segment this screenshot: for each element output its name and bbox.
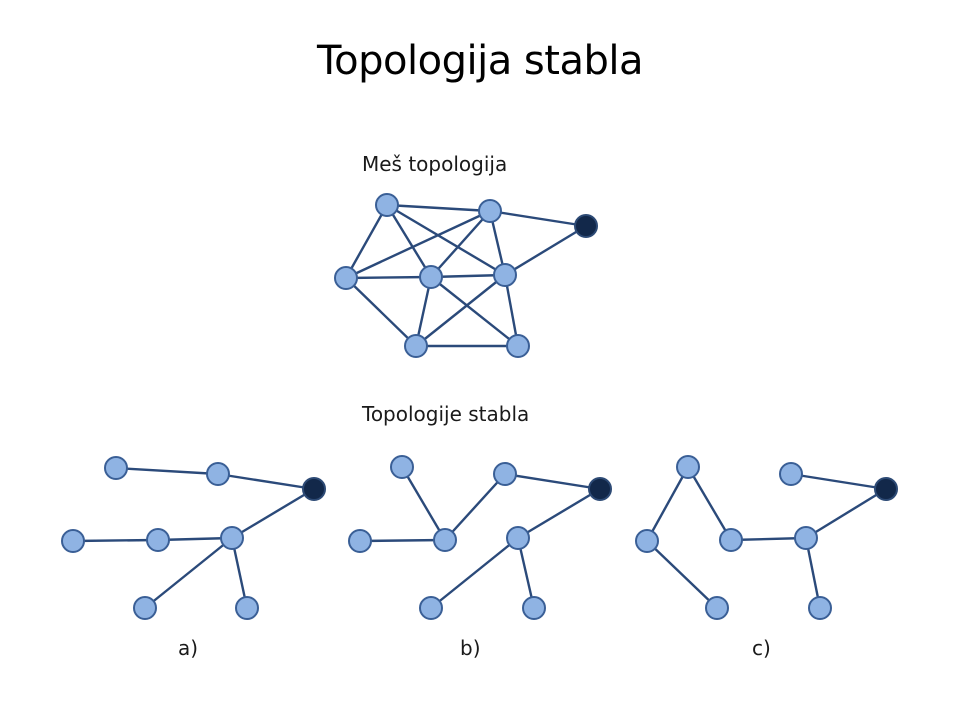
tree-a-node-a3 bbox=[61, 529, 85, 553]
tree-b-edge-b2-root bbox=[504, 472, 601, 491]
tree-b-edge-b5-root bbox=[517, 487, 601, 540]
caption-c: c) bbox=[752, 636, 771, 660]
tree-a-node-a6 bbox=[133, 596, 157, 620]
mesh-edge-m2-root bbox=[489, 209, 587, 228]
tree-a-root-node bbox=[302, 477, 326, 501]
tree-graph-c bbox=[635, 455, 898, 620]
mesh-edge-m5-root bbox=[504, 224, 587, 277]
tree-b-node-b1 bbox=[390, 455, 414, 479]
mesh-edge-m4-m5 bbox=[430, 273, 506, 279]
mesh-edge-m2-m3 bbox=[345, 209, 491, 280]
tree-a-edge-a1-a2 bbox=[115, 466, 219, 476]
mesh-edge-m1-m2 bbox=[386, 203, 491, 213]
tree-c-edge-c1-c4 bbox=[686, 466, 733, 541]
tree-a-edge-a5-a6 bbox=[144, 537, 233, 609]
mesh-edge-m3-m6 bbox=[345, 277, 417, 347]
tree-a-edge-a2-root bbox=[217, 472, 315, 491]
tree-c-node-c2 bbox=[779, 462, 803, 486]
tree-graph-a bbox=[61, 456, 326, 620]
tree-c-node-c6 bbox=[794, 526, 818, 550]
tree-a-node-a2 bbox=[206, 462, 230, 486]
tree-c-edge-c4-c6 bbox=[730, 536, 807, 542]
tree-c-node-c4 bbox=[719, 528, 743, 552]
mesh-edge-m5-m6 bbox=[415, 274, 506, 347]
tree-c-edge-c3-c7 bbox=[646, 540, 718, 609]
mesh-node-m2 bbox=[478, 199, 502, 223]
tree-c-node-c3 bbox=[635, 529, 659, 553]
tree-b-edge-b3-b4 bbox=[359, 538, 446, 543]
caption-b: b) bbox=[460, 636, 481, 660]
tree-c-node-c7 bbox=[705, 596, 729, 620]
tree-b-node-b6 bbox=[419, 596, 443, 620]
mesh-root-node bbox=[574, 214, 598, 238]
tree-graph-b bbox=[348, 455, 612, 620]
mesh-node-m6 bbox=[404, 334, 428, 358]
mesh-topology-label: Meš topologija bbox=[362, 152, 508, 176]
tree-b-node-b4 bbox=[433, 528, 457, 552]
page-title: Topologija stabla bbox=[317, 38, 643, 84]
tree-c-edge-c1-c3 bbox=[645, 466, 690, 542]
mesh-node-m5 bbox=[493, 263, 517, 287]
mesh-edge-m4-m7 bbox=[430, 276, 519, 347]
mesh-edge-m5-m7 bbox=[503, 274, 520, 347]
tree-a-node-a7 bbox=[235, 596, 259, 620]
mesh-edge-m1-m5 bbox=[386, 203, 506, 277]
tree-c-edge-c6-root bbox=[805, 487, 887, 540]
mesh-graph bbox=[334, 193, 598, 358]
tree-b-node-b3 bbox=[348, 529, 372, 553]
tree-topologies-label: Topologije stabla bbox=[362, 402, 530, 426]
tree-b-edge-b5-b6 bbox=[430, 537, 519, 609]
tree-a-node-a5 bbox=[220, 526, 244, 550]
tree-a-edge-a5-root bbox=[231, 487, 315, 540]
mesh-edge-m3-m4 bbox=[345, 275, 432, 280]
tree-c-node-c5 bbox=[808, 596, 832, 620]
tree-c-root-node bbox=[874, 477, 898, 501]
tree-a-edge-a3-a4 bbox=[72, 538, 159, 543]
tree-a-node-a4 bbox=[146, 528, 170, 552]
mesh-edge-m1-m3 bbox=[344, 204, 389, 279]
tree-a-edge-a4-a5 bbox=[157, 536, 233, 542]
tree-b-edge-b4-b2 bbox=[444, 473, 506, 541]
mesh-node-m4 bbox=[419, 265, 443, 289]
tree-b-root-node bbox=[588, 477, 612, 501]
mesh-node-m1 bbox=[375, 193, 399, 217]
tree-b-node-b7 bbox=[522, 596, 546, 620]
mesh-node-m3 bbox=[334, 266, 358, 290]
tree-b-node-b5 bbox=[506, 526, 530, 550]
mesh-edge-m2-m4 bbox=[430, 210, 491, 278]
tree-c-edge-c2-root bbox=[790, 472, 887, 491]
tree-b-node-b2 bbox=[493, 462, 517, 486]
tree-a-node-a1 bbox=[104, 456, 128, 480]
tree-c-node-c1 bbox=[676, 455, 700, 479]
tree-b-edge-b1-b4 bbox=[400, 466, 447, 541]
mesh-edge-m1-m4 bbox=[385, 204, 433, 278]
mesh-node-m7 bbox=[506, 334, 530, 358]
caption-a: a) bbox=[178, 636, 199, 660]
